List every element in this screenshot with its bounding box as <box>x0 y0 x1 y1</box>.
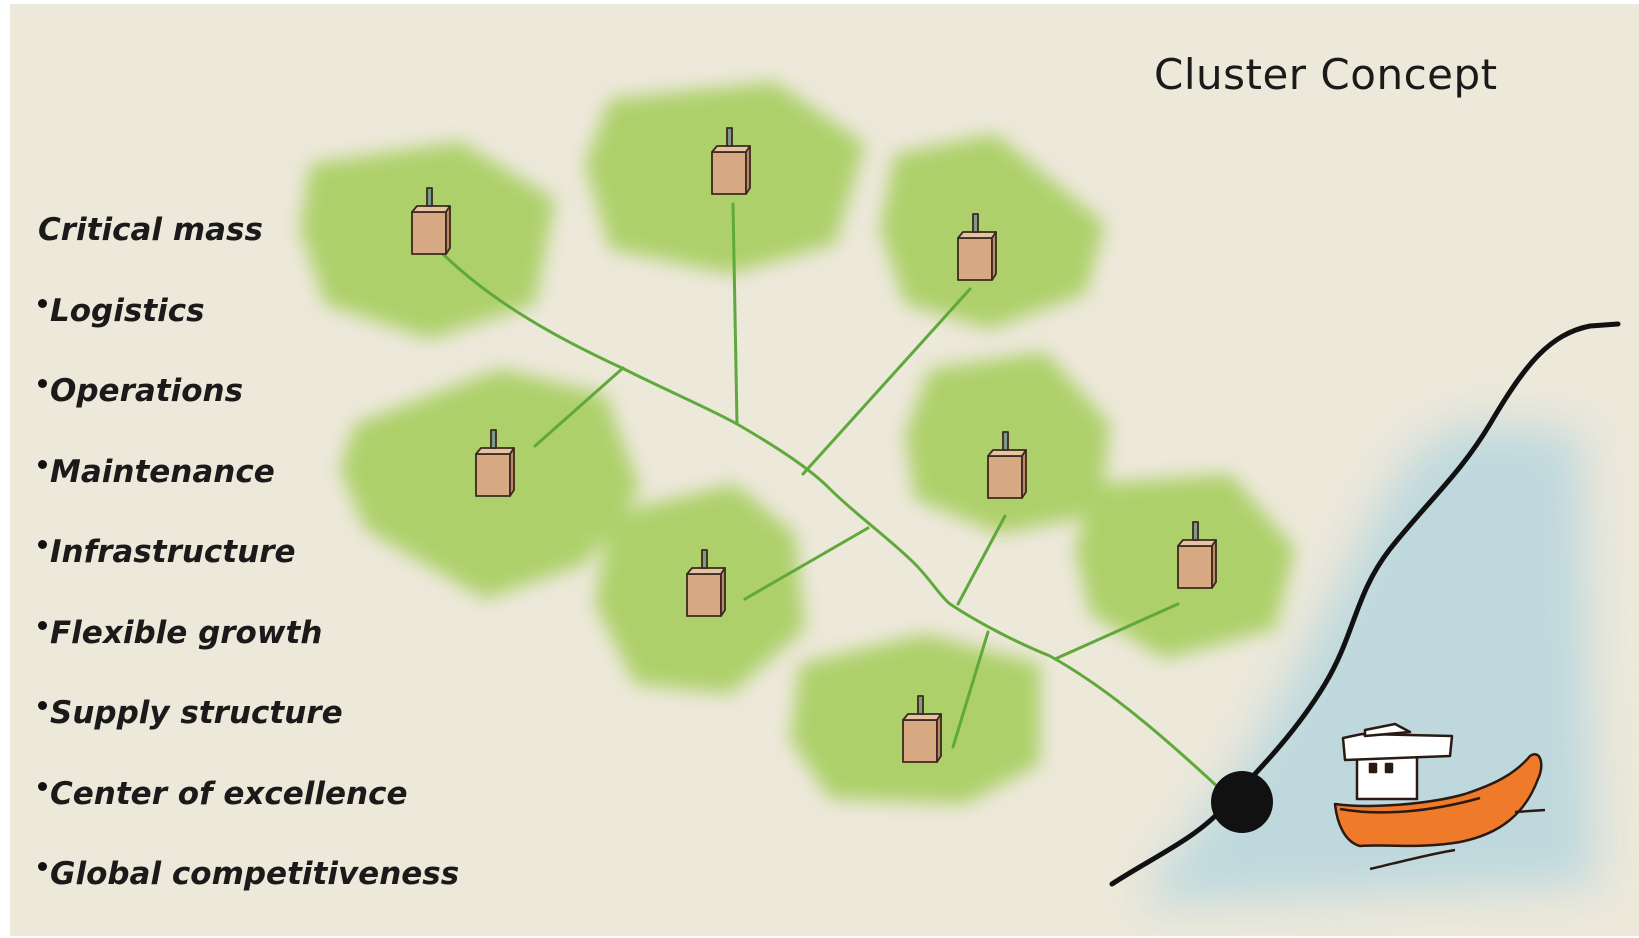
list-item: Logistics <box>38 285 459 366</box>
bullet-icon <box>38 459 47 469</box>
bullet-icon <box>38 781 47 791</box>
trunk-line <box>431 242 1222 791</box>
page-title: Cluster Concept <box>1154 50 1498 99</box>
factory-icon <box>411 187 451 255</box>
branch-line <box>956 514 1007 606</box>
port-node-icon <box>1211 771 1273 833</box>
factory-icon <box>902 695 942 763</box>
bullet-icon <box>38 701 47 710</box>
factory-icon <box>711 127 751 195</box>
bullet-icon <box>38 298 47 308</box>
boat-icon <box>1333 722 1546 871</box>
factory-icon <box>1177 521 1217 589</box>
factory-icon <box>686 549 726 617</box>
list-item: Maintenance <box>38 446 459 527</box>
list-item: Infrastructure <box>38 526 459 607</box>
list-heading: Critical mass <box>38 212 263 248</box>
diagram-canvas: Cluster Concept Critical mass Logistics … <box>10 4 1639 936</box>
benefit-list: Critical mass Logistics Operations Maint… <box>38 204 459 929</box>
branch-line <box>533 366 625 448</box>
branch-line <box>731 202 739 426</box>
branch-line <box>743 526 870 601</box>
factory-icon <box>475 429 515 497</box>
cluster-scene <box>300 82 1621 904</box>
list-item: Operations <box>38 365 459 446</box>
list-item: Flexible growth <box>38 607 459 688</box>
branch-line <box>1053 602 1180 661</box>
bullet-icon <box>38 620 47 630</box>
list-item: Supply structure <box>38 687 459 768</box>
list-item: Global competitiveness <box>38 848 459 929</box>
bullet-icon <box>38 540 47 549</box>
factory-icon <box>987 431 1027 499</box>
factory-icon <box>957 213 997 281</box>
branch-line <box>951 630 990 749</box>
bullet-icon <box>38 379 47 388</box>
list-item: Center of excellence <box>38 768 459 849</box>
branch-line <box>801 287 972 476</box>
bullet-icon <box>38 862 47 871</box>
